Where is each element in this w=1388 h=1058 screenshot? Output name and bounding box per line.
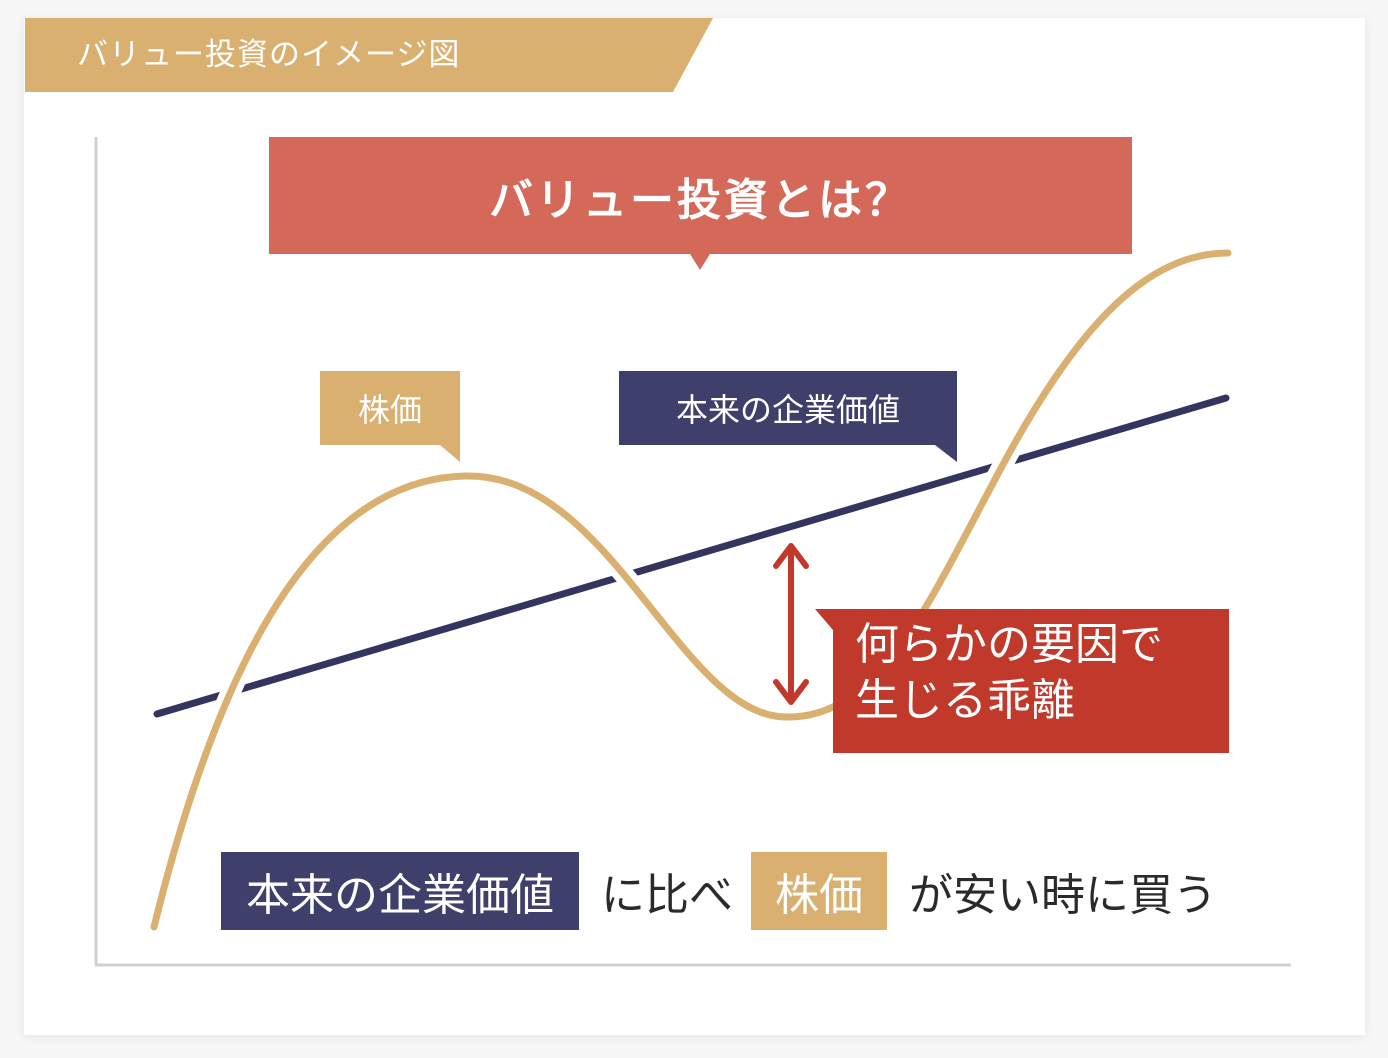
- stock-price-label-shape: [320, 371, 460, 462]
- gap-callout-shape: [815, 609, 1229, 753]
- gap-callout-line1: 何らかの要因で: [855, 619, 1163, 670]
- summary-stock-price-chip: 株価: [751, 852, 887, 930]
- gap-double-arrow-icon: [773, 543, 809, 705]
- summary-buy-text: が安い時に買う: [909, 870, 1217, 921]
- title-box-shape: [269, 137, 1132, 270]
- header-title: バリュー投資のイメージ図: [77, 37, 461, 73]
- intrinsic-value-label-shape: [619, 371, 957, 462]
- stock-price-curve: [144, 243, 1238, 937]
- summary-intrinsic-value-chip: 本来の企業価値: [221, 852, 579, 930]
- intrinsic-value-label: 本来の企業価値: [675, 391, 900, 429]
- summary-statement: 本来の企業価値 に比べ 株価 が安い時に買う: [221, 852, 1235, 930]
- summary-compared-text: に比べ: [601, 870, 733, 921]
- intrinsic-value-line: [153, 394, 1230, 718]
- header-banner: バリュー投資のイメージ図: [25, 18, 713, 92]
- axes: [94, 137, 1291, 967]
- diagram-title: バリュー投資とは？: [489, 174, 912, 226]
- stock-price-label: 株価: [357, 391, 422, 429]
- gap-callout-line2: 生じる乖離: [855, 675, 1075, 726]
- header-banner-shape: [25, 18, 713, 92]
- gap-callout-text: 何らかの要因で 生じる乖離: [855, 617, 1163, 729]
